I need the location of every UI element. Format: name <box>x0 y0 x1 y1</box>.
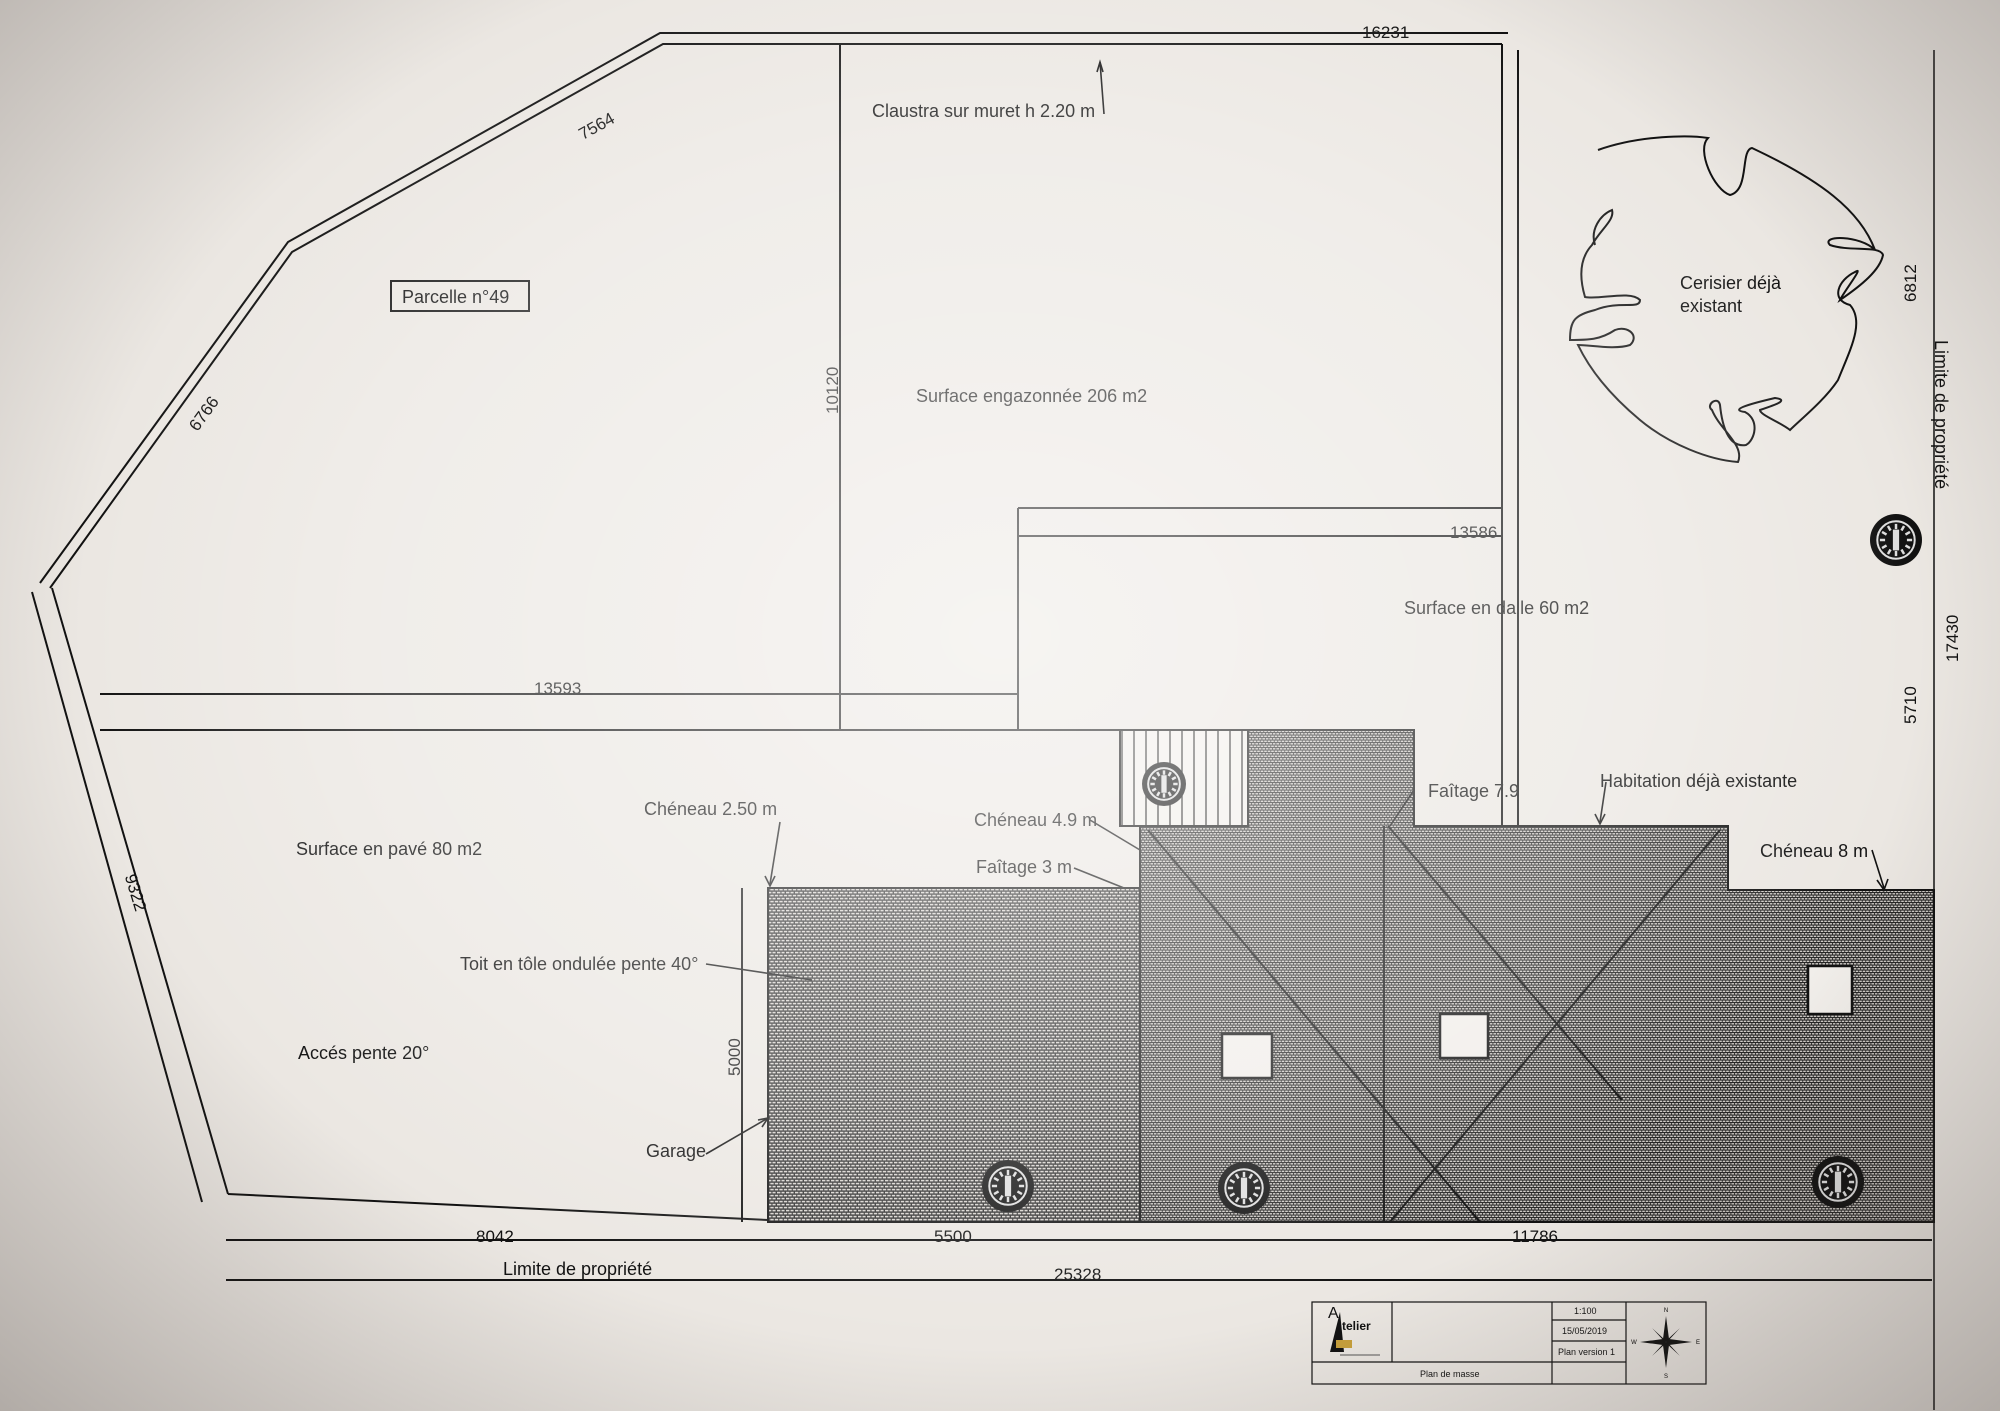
ridge-3-label: Faîtage 3 m <box>976 857 1073 877</box>
dim-5000: 5000 <box>725 1038 744 1076</box>
paving-area-label: Surface en pavé 80 m2 <box>296 839 483 859</box>
svg-text:W: W <box>1631 1340 1637 1346</box>
dim-25328: 25328 <box>1054 1265 1102 1284</box>
dim-5500: 5500 <box>934 1227 972 1246</box>
dim-10120: 10120 <box>823 366 842 414</box>
ridge-79-label: Faîtage 7.9 <box>1428 781 1520 801</box>
logo-text: telier <box>1342 1319 1371 1333</box>
downspout-icon <box>1142 762 1186 806</box>
access-slope-label: Accés pente 20° <box>298 1043 430 1063</box>
dim-16231: 16231 <box>1362 23 1410 42</box>
parcel-label: Parcelle n°49 <box>402 287 510 307</box>
title-block-date: 15/05/2019 <box>1562 1326 1608 1336</box>
dim-17430: 17430 <box>1943 614 1962 662</box>
title-block-title: Plan de masse <box>1420 1369 1480 1379</box>
dim-11786: 11786 <box>1512 1227 1559 1246</box>
gutter-8-label: Chéneau 8 m <box>1760 841 1869 861</box>
claustra-label: Claustra sur muret h 2.20 m <box>872 101 1096 121</box>
logo-initial: A <box>1328 1305 1339 1322</box>
downspout-icon <box>1812 1156 1864 1208</box>
garage-label: Garage <box>646 1141 707 1161</box>
corrugated-roof-label: Toit en tôle ondulée pente 40° <box>460 954 699 974</box>
lawn-area-label: Surface engazonnée 206 m2 <box>916 386 1148 406</box>
downspout-icon <box>982 1160 1034 1212</box>
svg-text:S: S <box>1664 1374 1668 1380</box>
svg-text:N: N <box>1664 1308 1668 1314</box>
downspout-icon <box>1870 514 1922 566</box>
compass-rose-icon: N S E W <box>1631 1308 1700 1380</box>
slab-area-label: Surface en dalle 60 m2 <box>1404 598 1590 618</box>
property-limit-bottom-label: Limite de propriété <box>503 1259 653 1279</box>
gutter-250-label: Chéneau 2.50 m <box>644 799 778 819</box>
gutter-49-label: Chéneau 4.9 m <box>974 810 1098 830</box>
dim-6812: 6812 <box>1901 264 1920 302</box>
cherry-tree-label-2: existant <box>1680 296 1743 316</box>
property-limit-right-label: Limite de propriété <box>1931 340 1951 490</box>
title-block-version: Plan version 1 <box>1558 1347 1616 1357</box>
dim-13586: 13586 <box>1450 523 1498 542</box>
dim-8042: 8042 <box>476 1227 514 1246</box>
dim-5710: 5710 <box>1901 686 1920 724</box>
title-block <box>1311 1301 1707 1385</box>
garage-roof <box>767 887 1141 1223</box>
title-block-scale: 1:100 <box>1574 1306 1597 1316</box>
dim-13593: 13593 <box>534 679 582 698</box>
house-label: Habitation déjà existante <box>1600 771 1798 791</box>
svg-text:E: E <box>1696 1340 1700 1346</box>
downspout-icon <box>1218 1162 1270 1214</box>
cherry-tree-label-1: Cerisier déjà <box>1680 273 1782 293</box>
